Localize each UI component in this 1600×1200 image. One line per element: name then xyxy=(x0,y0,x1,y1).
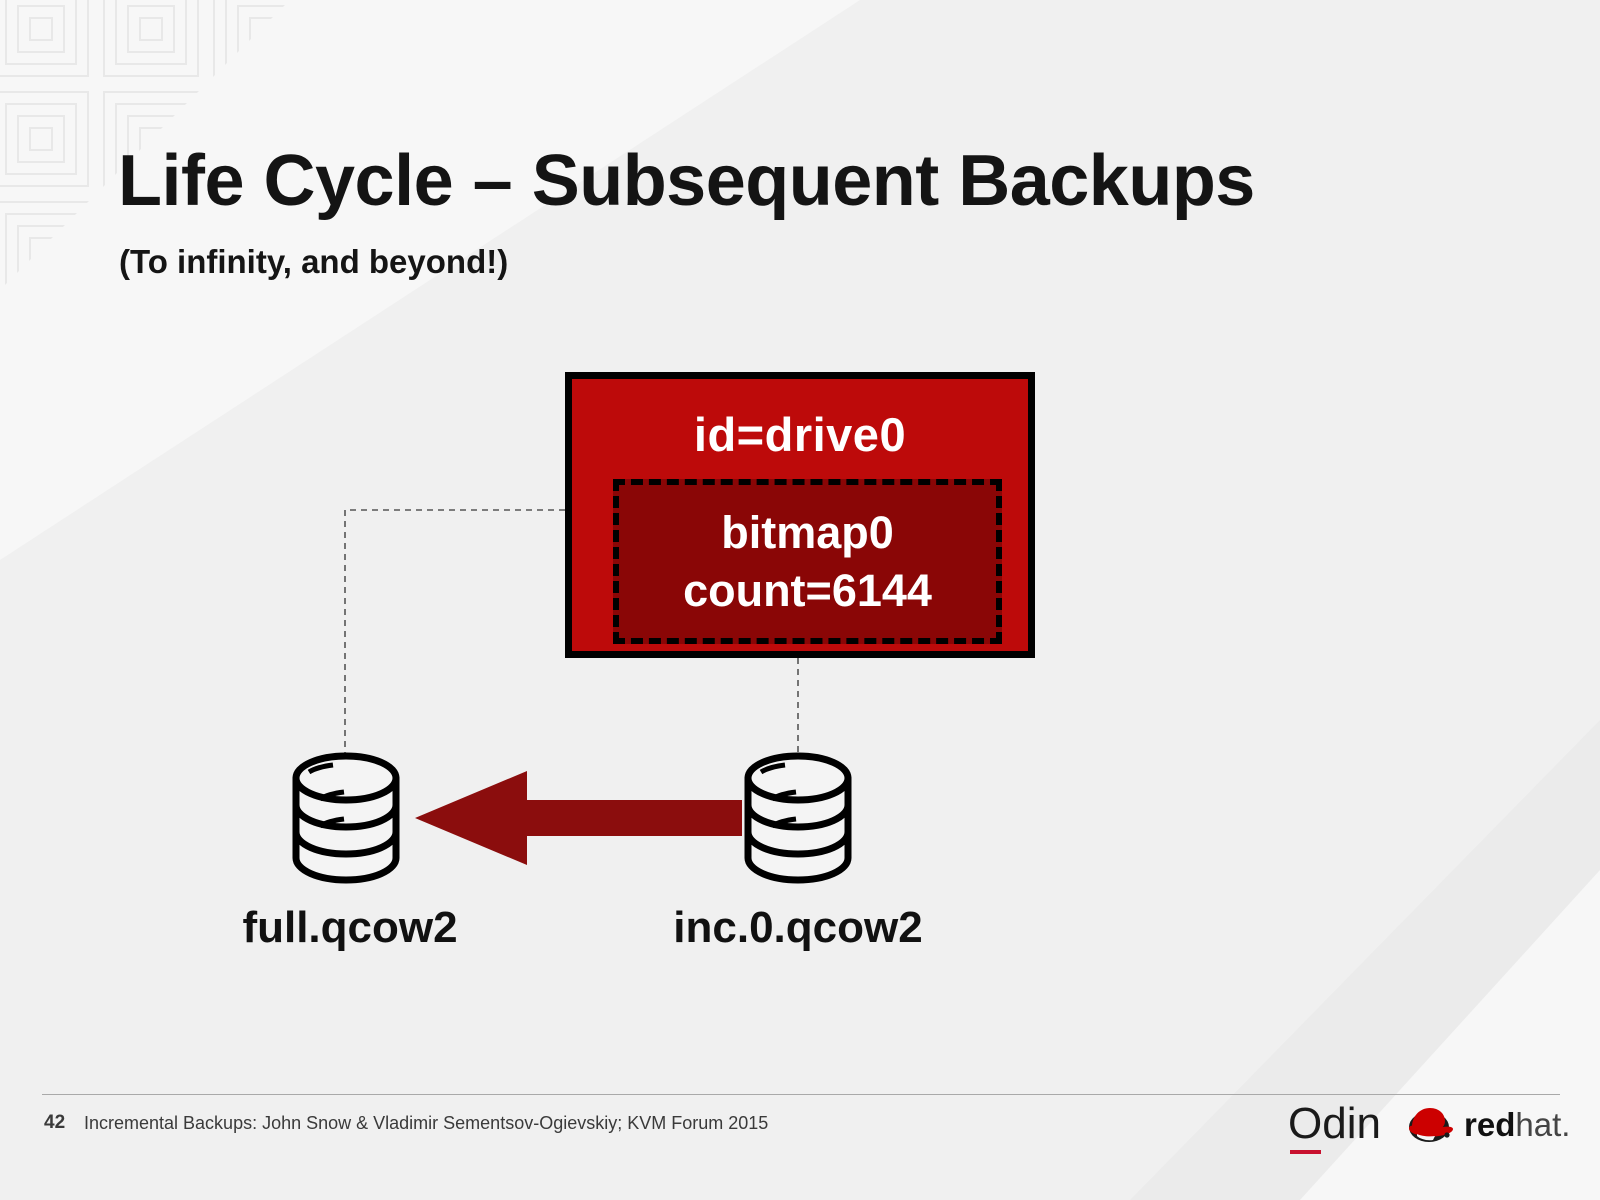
connector-drive-to-full xyxy=(344,509,565,770)
disk-label-inc: inc.0.qcow2 xyxy=(673,903,923,952)
bitmap-count-label: count=6144 xyxy=(683,564,932,616)
odin-logo: Odin xyxy=(1288,1102,1396,1158)
redhat-fedora-icon xyxy=(1409,1108,1453,1142)
redhat-logo-text-light: hat. xyxy=(1515,1105,1571,1143)
redhat-logo: redhat. xyxy=(1403,1105,1570,1143)
disk-icon-full xyxy=(292,752,400,884)
page-subtitle: (To infinity, and beyond!) xyxy=(119,243,509,280)
drive-box: id=drive0 bitmap0 count=6144 xyxy=(565,372,1035,658)
redhat-logo-text-bold: red xyxy=(1464,1105,1516,1143)
page-title: Life Cycle – Subsequent Backups xyxy=(118,141,1255,221)
bitmap-box: bitmap0 count=6144 xyxy=(613,479,1002,644)
left-arrow-icon xyxy=(415,771,742,865)
odin-logo-text: Odin xyxy=(1288,1099,1381,1148)
disk-label-full: full.qcow2 xyxy=(242,903,458,952)
bitmap-name-label: bitmap0 xyxy=(721,506,894,558)
disk-icon-inc xyxy=(744,752,852,884)
odin-logo-accent-bar xyxy=(1290,1150,1321,1154)
redhat-logo-text: redhat. xyxy=(1464,1108,1570,1141)
footer-attribution: Incremental Backups: John Snow & Vladimi… xyxy=(84,1113,769,1133)
footer-divider xyxy=(42,1094,1560,1095)
background-diagonal-bottom xyxy=(1130,720,1600,1200)
page-number: 42 xyxy=(44,1112,66,1133)
drive-id-label: id=drive0 xyxy=(693,408,907,461)
